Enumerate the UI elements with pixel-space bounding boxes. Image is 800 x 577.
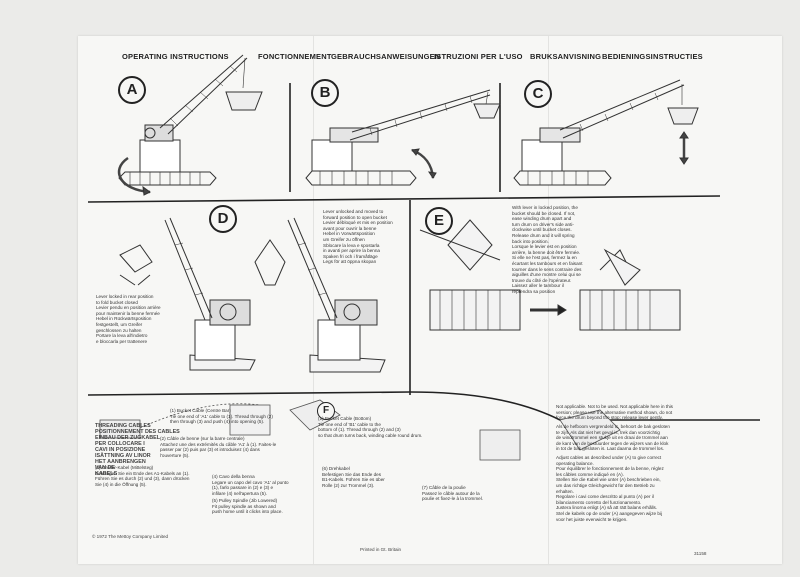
panel-label-e: E	[425, 207, 453, 235]
divider-row2-left	[87, 391, 411, 396]
panel-label-f: F	[317, 402, 335, 420]
title-gebrauchsanweisungen: GEBRAUCHSANWEISUNGEN	[331, 52, 441, 61]
panel-d-left-caption: Lever locked in rear position to fold bu…	[96, 294, 161, 344]
panel-f-callout-8: (7) Câble de la poulie Passez le câble a…	[422, 485, 484, 502]
panel-label-c: C	[524, 80, 552, 108]
panel-label-a: A	[118, 76, 146, 104]
bottom-right-caption-3: Adjust cables as described under (A) to …	[556, 455, 664, 522]
product-code: 31158	[694, 551, 707, 556]
panel-f-callout-6: (5) Pulley Spindle (Jib Lowered) Fit pul…	[212, 498, 283, 515]
bottom-right-caption-1: Not applicable. Not to be used. Not appl…	[556, 404, 673, 421]
bottom-right-caption-2: Als de hefboom vergrendeld is, behoort d…	[556, 424, 670, 452]
copyright-notice: © 1972 The Mettoy Company Limited	[92, 534, 169, 539]
panel-d-right-caption: Lever unlocked and moved to forward posi…	[323, 209, 393, 265]
panel-label-b: B	[311, 79, 339, 107]
panel-f-callout-5: (4) Cavo della benna Legare un capo del …	[212, 474, 289, 496]
threading-cables-title: THREADING CABLES POSITIONNEMENT DES CABL…	[95, 423, 180, 477]
winding-drum-illustration-e	[419, 219, 681, 331]
crane-illustration-d	[119, 217, 386, 373]
panel-f-callout-2: (2) Câble de benne (sur la barre central…	[160, 436, 277, 458]
panel-f-callout-1: (1) Bucket Cable (Centre Bar) Tie one en…	[170, 408, 273, 425]
sheet-fold-left	[313, 36, 314, 564]
divider-row2-right	[409, 391, 760, 421]
sheet-fold-right	[548, 36, 549, 564]
title-operating-instructions: OPERATING INSTRUCTIONS	[122, 52, 229, 61]
crane-illustration-c	[513, 79, 699, 186]
panel-f-callout-7: (6) Drehkabel Befestigen Sie das Ende de…	[322, 466, 385, 488]
title-fonctionnement: FONCTIONNEMENT	[258, 52, 332, 61]
panel-f-callout-4: (1) Bucket Cable (Bottom) Tie one end of…	[318, 416, 423, 438]
divider-row1	[87, 195, 721, 203]
title-bedieningsinstructies: BEDIENINGSINSTRUCTIES	[602, 52, 703, 61]
panel-f-callout-3: (3) Greifer-Kabel (Mittelsteg) Befestige…	[95, 465, 190, 487]
panel-label-d: D	[209, 205, 237, 233]
title-bruksanvisning: BRUKSANVISNING	[530, 52, 602, 61]
crane-illustration-a	[117, 54, 263, 196]
panel-e-caption: With lever in locked position, the bucke…	[512, 205, 583, 294]
printed-in-notice: Printed in Gt. Britain	[360, 547, 402, 552]
crane-illustration-b	[305, 89, 501, 186]
title-istruzioni: ISTRUZIONI PER L'USO	[434, 52, 523, 61]
